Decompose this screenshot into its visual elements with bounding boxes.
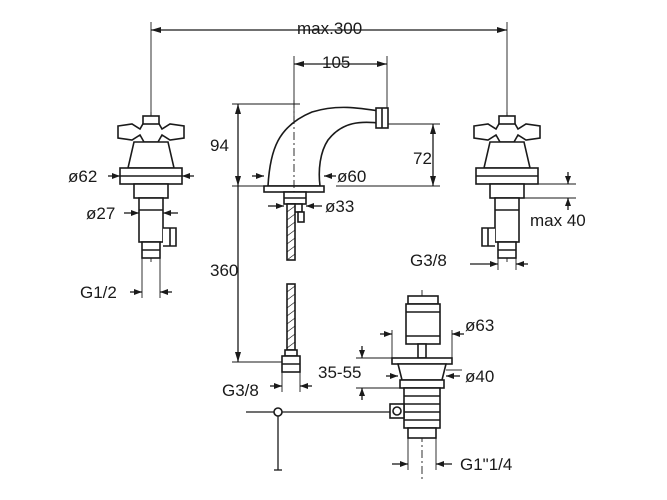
label-spout-reach: 105 <box>322 53 351 72</box>
label-waste-dia-top: ø63 <box>465 316 495 335</box>
label-max-width: max.300 <box>297 19 363 38</box>
label-base-dia: ø60 <box>337 167 367 186</box>
dim-right-thread-lines <box>470 258 528 270</box>
dim-left-dia62-lines <box>108 173 194 179</box>
label-hose-length: 360 <box>210 261 239 280</box>
dim-shank-dia33-lines <box>268 203 322 209</box>
left-valve <box>117 112 185 262</box>
label-waste-thread: G1"1/4 <box>460 455 513 474</box>
right-valve <box>473 112 541 262</box>
label-height-72: 72 <box>413 149 432 168</box>
dim-hose-thread-lines <box>270 372 312 392</box>
label-hose-thread: G3/8 <box>222 381 259 400</box>
dim-waste-range-lines <box>356 346 400 400</box>
label-left-thread: G1/2 <box>80 283 117 302</box>
dim-height-72-lines <box>336 123 440 187</box>
dim-waste-dia63-lines <box>380 330 464 358</box>
dim-max-width-lines <box>150 22 508 126</box>
dim-left-dia27-lines <box>124 210 178 216</box>
dim-base-dia60-lines <box>252 173 336 179</box>
label-shank-dia: ø33 <box>325 197 355 216</box>
popup-waste <box>246 290 453 480</box>
label-left-valve-dia: ø62 <box>68 167 98 186</box>
label-right-max: max 40 <box>530 211 586 230</box>
label-waste-range: 35-55 <box>318 363 362 382</box>
label-left-stem-dia: ø27 <box>86 204 116 223</box>
dim-waste-dia40-lines <box>386 369 462 379</box>
dim-left-thread-lines <box>130 258 172 298</box>
label-right-thread: G3/8 <box>410 251 447 270</box>
label-height-94: 94 <box>210 136 229 155</box>
supply-hose <box>281 203 301 373</box>
dim-right-max40-lines <box>524 172 576 210</box>
dim-waste-thread-lines <box>392 438 452 470</box>
dim-hose-length-lines <box>232 186 292 363</box>
label-waste-dia-body: ø40 <box>465 367 495 386</box>
